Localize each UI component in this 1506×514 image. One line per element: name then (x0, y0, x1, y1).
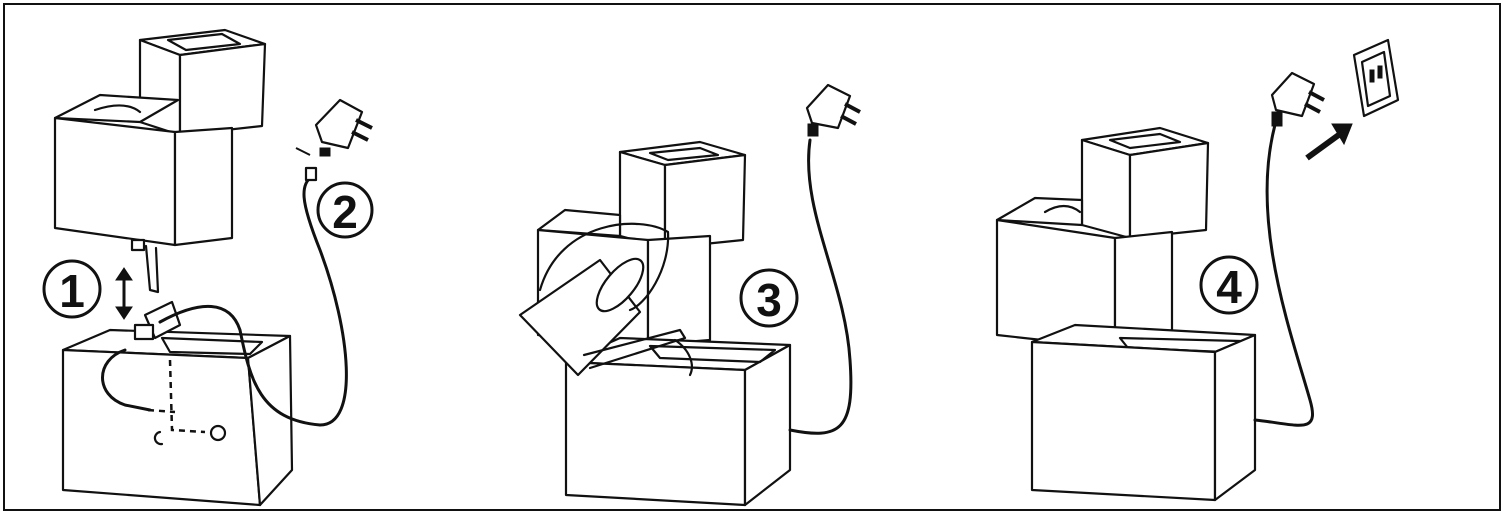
pump-cable (1253, 123, 1315, 427)
uk-plug-icon (1270, 71, 1325, 127)
wall-socket-icon (1352, 38, 1400, 118)
top-cube (1080, 126, 1210, 240)
insert-arrow-icon (1305, 123, 1353, 161)
panel-plug-in: 4 (995, 38, 1400, 502)
panel-assembly: 1 2 (42, 28, 374, 507)
step-1-number: 1 (59, 265, 85, 317)
diagram-frame (3, 3, 1501, 511)
basin-cube (564, 336, 792, 507)
panel-fill-water: 3 (518, 83, 861, 507)
uk-plug-icon (295, 98, 373, 182)
step-4-number: 4 (1216, 261, 1242, 313)
lift-arrow-icon (115, 267, 133, 320)
step-3-badge: 3 (739, 268, 799, 328)
step-1-badge: 1 (42, 259, 102, 319)
top-cube-lifted (138, 28, 267, 137)
pump-cable (788, 138, 853, 435)
middle-cube-lifted (53, 93, 234, 294)
uk-plug-icon (805, 83, 861, 137)
basin-cube (61, 173, 348, 507)
basin-cube (1030, 323, 1257, 502)
step-4-badge: 4 (1199, 255, 1259, 315)
top-cube (618, 140, 747, 250)
step-3-number: 3 (756, 274, 782, 326)
watering-can-icon (518, 222, 693, 377)
step-2-badge: 2 (316, 181, 374, 239)
step-2-number: 2 (332, 186, 358, 238)
middle-cube (995, 196, 1174, 350)
